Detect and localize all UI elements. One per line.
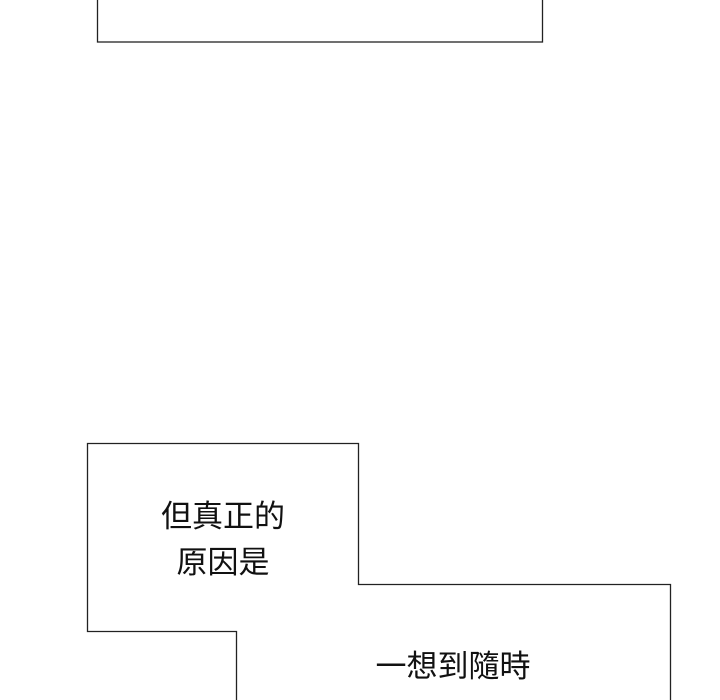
top-panel-frame: [96, 0, 544, 43]
speech-text-1: 但真正的 原因是: [123, 494, 323, 586]
speech-line: 原因是: [176, 545, 270, 581]
speech-text-2: 一想到隨時: [333, 644, 573, 690]
speech-line: 但真正的: [161, 499, 285, 535]
speech-box-frame: [86, 442, 672, 700]
speech-line: 一想到隨時: [375, 649, 531, 685]
